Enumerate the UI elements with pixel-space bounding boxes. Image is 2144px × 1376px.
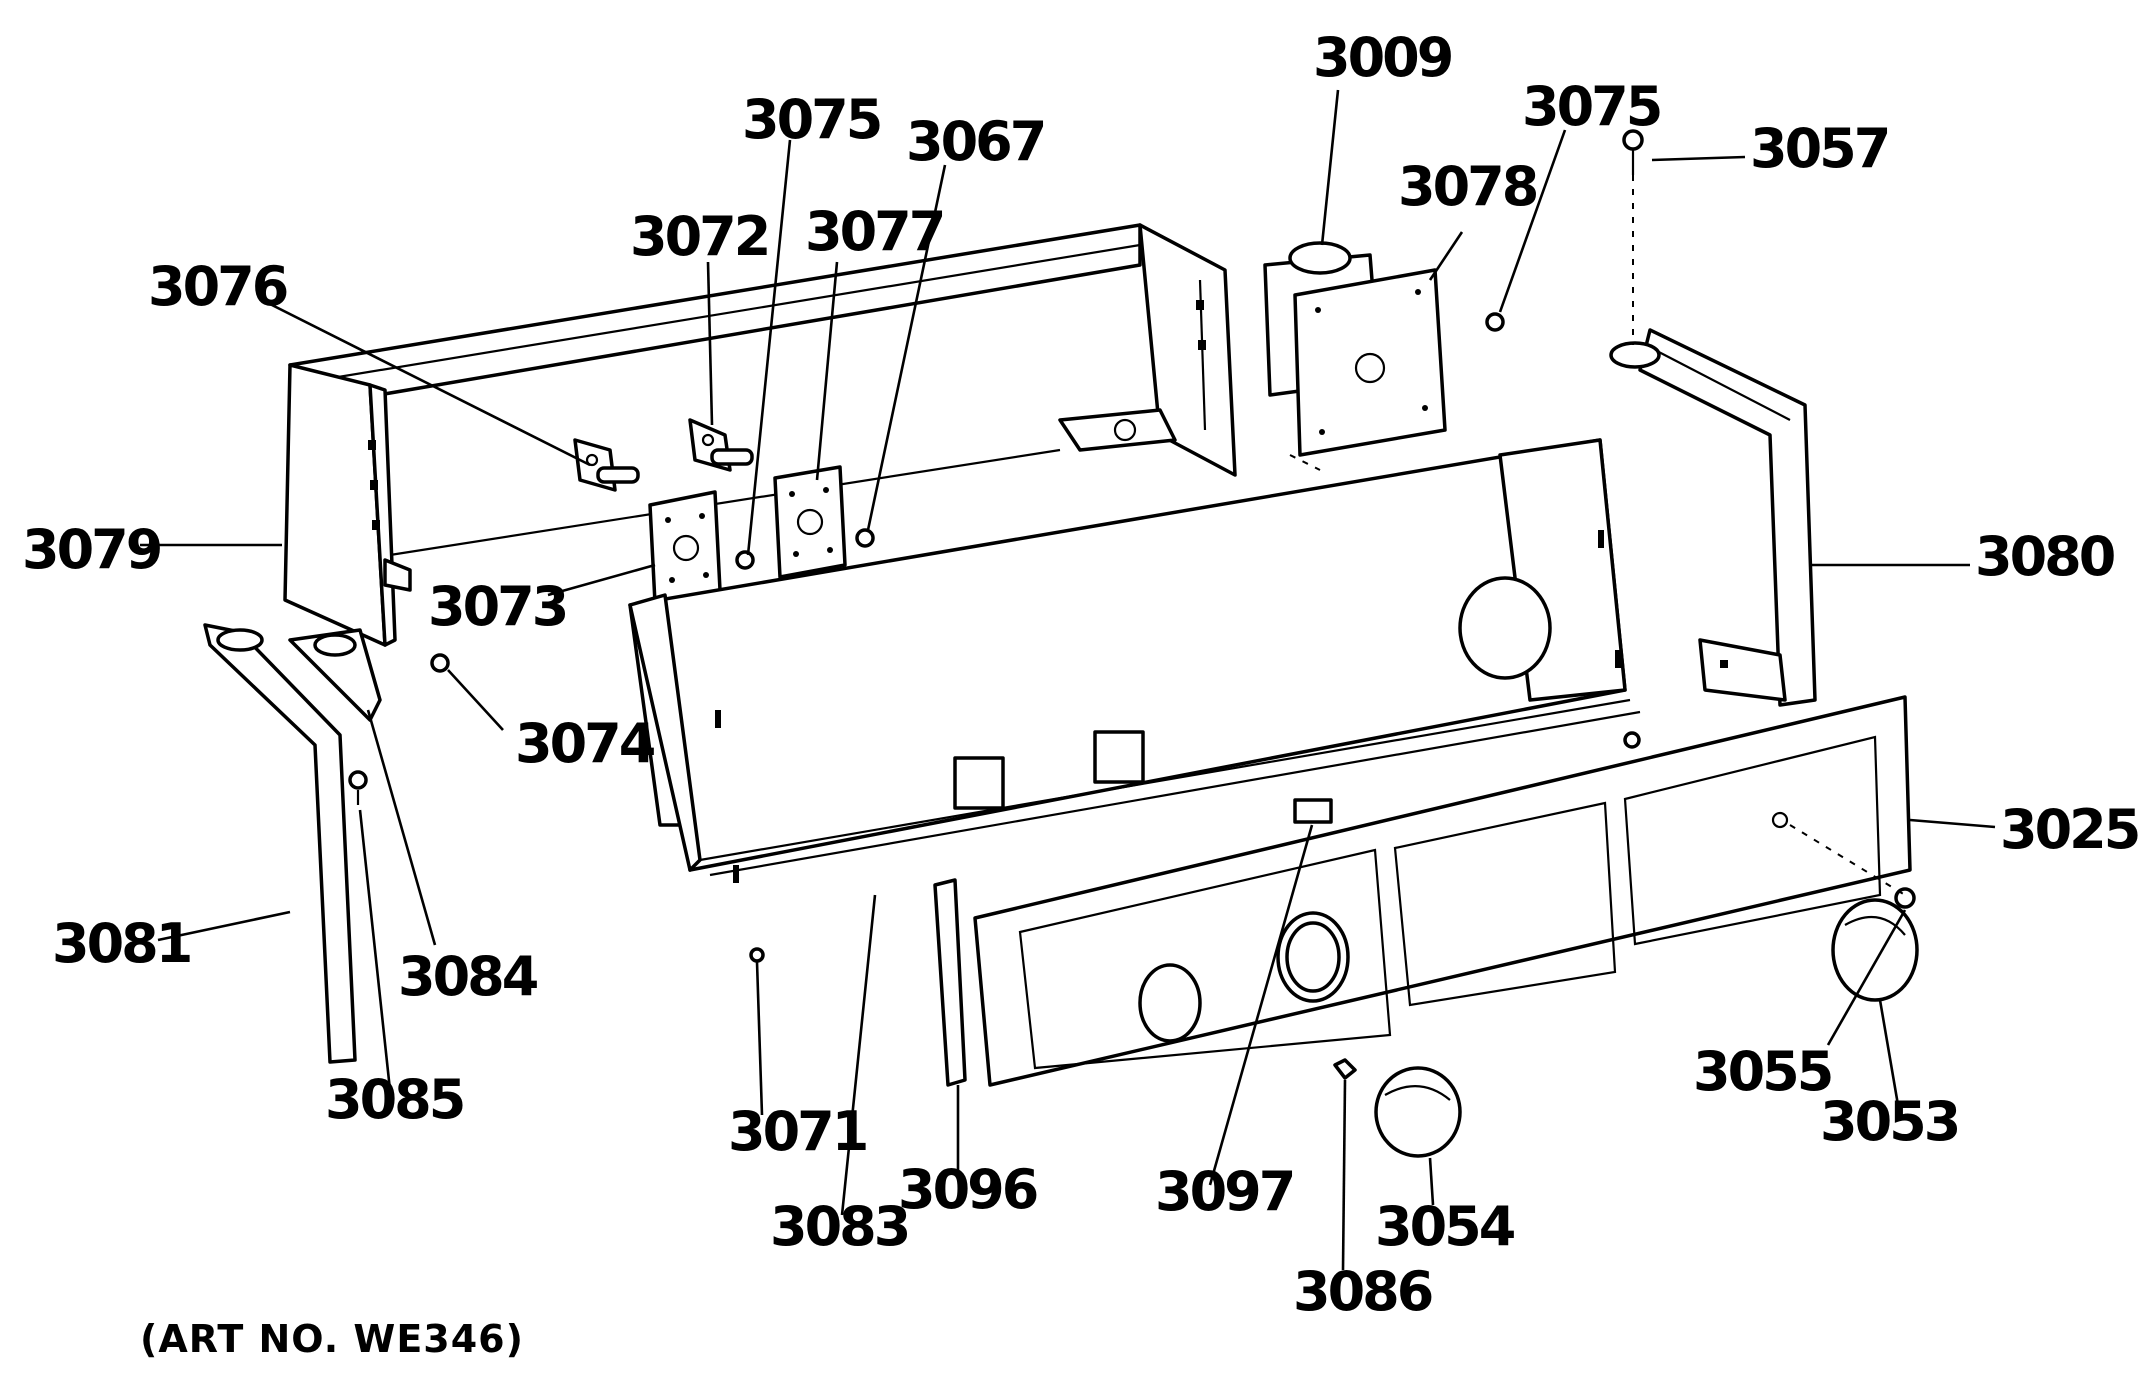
callout-3081: 3081 — [52, 912, 190, 975]
knob-ring-3055 — [1894, 887, 1916, 909]
right-bracket-3080 — [1609, 328, 1817, 707]
callout-3078: 3078 — [1398, 155, 1537, 218]
callout-3067: 3067 — [906, 110, 1044, 173]
knob-3054 — [1374, 1066, 1462, 1158]
callout-3075-left: 3075 — [742, 88, 880, 151]
callout-labels: 3009 3075 3067 3075 3057 3078 3072 3077 … — [22, 26, 2141, 1323]
callout-3085: 3085 — [325, 1068, 463, 1131]
alignment-lines — [1289, 175, 1906, 896]
callout-3025: 3025 — [2000, 798, 2138, 861]
switch-plate-3073 — [648, 490, 722, 605]
screws — [348, 129, 1644, 963]
terminal-block-3072 — [688, 418, 754, 472]
terminal-block-3076 — [573, 438, 640, 492]
left-bracket-3081 — [203, 623, 357, 1064]
leader-lines — [140, 89, 1996, 1271]
callout-3071: 3071 — [728, 1100, 866, 1163]
callout-3053: 3053 — [1820, 1090, 1958, 1153]
knob-3053 — [1831, 898, 1919, 1002]
art-number: (ART NO. WE346) — [140, 1317, 524, 1361]
callout-3072: 3072 — [630, 205, 768, 268]
callout-3083: 3083 — [770, 1195, 908, 1258]
callout-3074: 3074 — [515, 712, 655, 775]
callout-3076: 3076 — [148, 255, 287, 318]
back-panel-frame — [288, 223, 1237, 557]
callout-3080: 3080 — [1975, 525, 2114, 588]
front-panel-3025 — [973, 695, 1912, 1087]
clip-3097 — [1293, 798, 1333, 824]
left-end-panel-3079 — [283, 363, 412, 647]
switch-plate-3077 — [773, 465, 847, 579]
callout-3073: 3073 — [428, 575, 566, 638]
callout-3086: 3086 — [1293, 1260, 1432, 1323]
callout-3077: 3077 — [805, 200, 943, 263]
callout-3097: 3097 — [1155, 1160, 1293, 1223]
callout-3079: 3079 — [22, 518, 161, 581]
control-backplate-3083 — [628, 438, 1641, 883]
callout-3096: 3096 — [898, 1158, 1037, 1221]
callout-3084: 3084 — [398, 945, 538, 1008]
callout-3057: 3057 — [1750, 117, 1888, 180]
callout-3055: 3055 — [1693, 1040, 1831, 1103]
timer-plate-3078 — [1293, 268, 1447, 457]
callout-3075-right: 3075 — [1522, 75, 1660, 138]
trim-strip-3096 — [933, 878, 967, 1087]
callout-3054: 3054 — [1375, 1195, 1515, 1258]
callout-3009: 3009 — [1313, 26, 1452, 89]
clip-3086 — [1333, 1058, 1357, 1080]
bracket-3084 — [288, 628, 382, 722]
